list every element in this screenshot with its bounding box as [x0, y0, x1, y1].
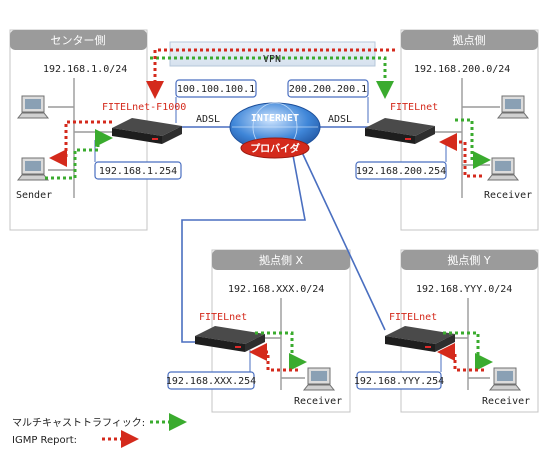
lan-ip-center: 192.168.1.254	[99, 166, 177, 177]
legend-igmp-label: IGMP Report:	[12, 435, 77, 446]
adsl-base-label: ADSL	[328, 114, 352, 125]
lan-ip-base: 192.168.200.254	[356, 166, 446, 177]
host-y-receiver-label: Receiver	[482, 396, 530, 407]
site-center-title: センター側	[51, 34, 106, 47]
igmp-flow-y	[437, 343, 484, 372]
lan-ip-y: 192.168.YYY.254	[354, 376, 444, 387]
site-base-y-title: 拠点側 Y	[447, 254, 490, 267]
igmp-flow-base	[439, 133, 482, 178]
internet-cloud	[229, 102, 321, 159]
host-base-receiver-label: Receiver	[484, 190, 532, 201]
multicast-flow-x	[255, 331, 307, 371]
multicast-flow-base	[455, 118, 491, 169]
subnet-center: 192.168.1.0/24	[43, 64, 127, 75]
lan-ip-y-box	[356, 371, 442, 390]
site-base-title: 拠点側	[453, 34, 486, 47]
vpn-label: VPN	[263, 54, 281, 65]
wan-links	[178, 126, 386, 343]
pc-y-receiver-icon	[489, 367, 521, 391]
wan-ip-base: 200.200.200.1	[289, 84, 367, 95]
wan-link-x	[181, 149, 306, 343]
legend-multicast-label: マルチキャストトラフィック:	[12, 417, 145, 429]
multicast-flow-vpn	[150, 56, 394, 99]
lan-ip-base-box	[355, 161, 447, 180]
igmp-flows	[49, 48, 484, 372]
vpn-tunnel	[169, 41, 376, 67]
lan-ip-x-box	[167, 371, 255, 390]
igmp-flow-x	[249, 343, 298, 372]
wan-ip-center: 100.100.100.1	[177, 84, 255, 95]
lan-ip-x: 192.168.XXX.254	[166, 376, 256, 387]
subnet-base: 192.168.200.0/24	[414, 64, 510, 75]
igmp-flow-center	[49, 120, 112, 167]
multicast-flow-y	[443, 331, 493, 371]
provider-label: プロバイダ	[250, 142, 300, 155]
router-base-label: FITELnet	[390, 102, 438, 113]
ip-boxes	[94, 79, 447, 390]
multicast-flow-center	[45, 129, 113, 180]
wan-ip-base-box	[287, 79, 369, 98]
lan-ip-center-box	[94, 161, 182, 180]
host-x-receiver-label: Receiver	[294, 396, 342, 407]
adsl-center-label: ADSL	[196, 114, 220, 125]
wan-link-y	[299, 147, 386, 331]
router-x-label: FITELnet	[199, 312, 247, 323]
site-base-x-title: 拠点側 X	[259, 254, 303, 267]
router-y-label: FITELnet	[389, 312, 437, 323]
wan-ip-center-box	[175, 79, 257, 98]
pc-base-receiver-icon	[487, 157, 519, 181]
provider-badge	[240, 137, 310, 159]
internet-label: INTERNET	[251, 113, 299, 124]
legend	[102, 413, 187, 448]
subnet-y: 192.168.YYY.0/24	[416, 284, 512, 295]
router-center-label: FITELnet-F1000	[102, 102, 186, 113]
igmp-flow-vpn	[146, 48, 395, 99]
multicast-flows	[45, 56, 493, 371]
pc-center-1-icon	[17, 95, 49, 119]
subnet-x: 192.168.XXX.0/24	[228, 284, 324, 295]
host-sender-label: Sender	[16, 190, 52, 201]
pc-base-1-icon	[497, 95, 529, 119]
pc-sender-icon	[17, 157, 49, 181]
pc-x-receiver-icon	[303, 367, 335, 391]
